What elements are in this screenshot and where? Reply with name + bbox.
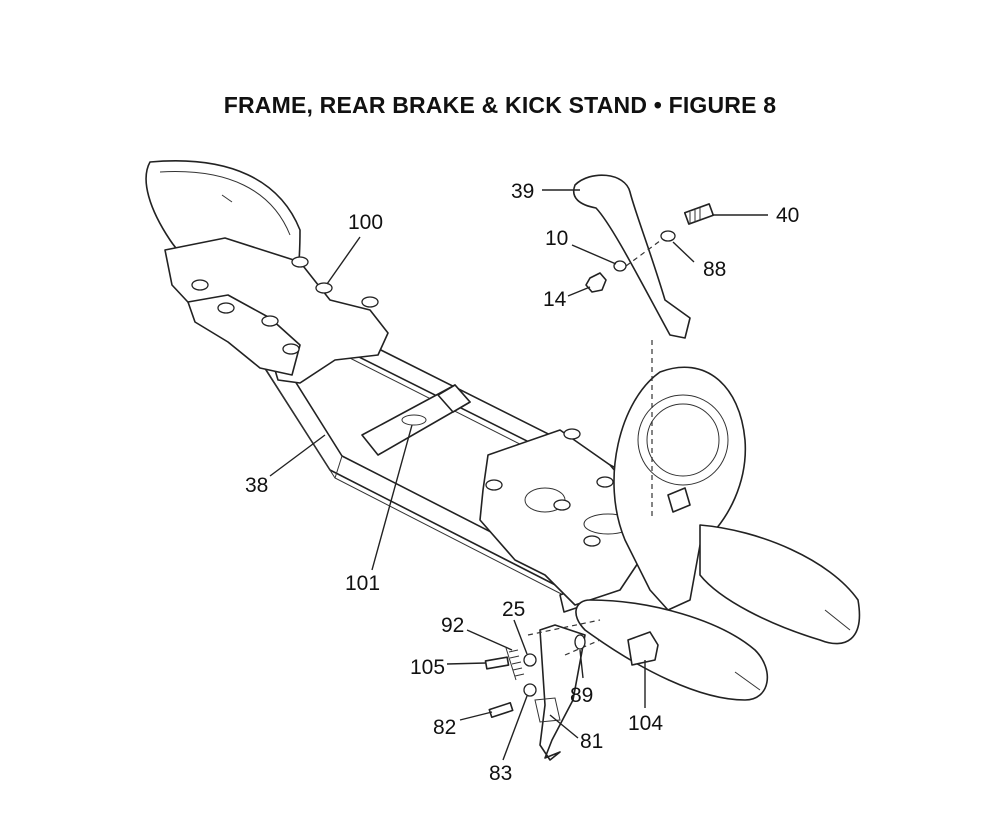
rear-brake-drawing [573, 174, 715, 520]
callout-14: 14 [543, 288, 567, 311]
kick-stand-drawing [484, 619, 659, 761]
callout-40: 40 [776, 204, 799, 227]
callout-83: 83 [489, 762, 512, 785]
frame-fasteners [191, 256, 614, 547]
callout-92: 92 [441, 614, 464, 637]
frame-drawing [145, 160, 861, 701]
callout-81: 81 [580, 730, 603, 753]
leader-lines [269, 189, 768, 761]
callout-82: 82 [433, 716, 456, 739]
callout-38: 38 [245, 474, 268, 497]
callout-25: 25 [502, 598, 525, 621]
callout-10: 10 [545, 227, 568, 250]
callout-88: 88 [703, 258, 726, 281]
callout-labels: 39 40 10 88 14 100 38 101 92 25 105 89 1… [245, 180, 799, 785]
callout-104: 104 [628, 712, 663, 735]
callout-105: 105 [410, 656, 445, 679]
callout-101: 101 [345, 572, 380, 595]
callout-89: 89 [570, 684, 593, 707]
callout-100: 100 [348, 211, 383, 234]
callout-39: 39 [511, 180, 534, 203]
figure-title: FRAME, REAR BRAKE & KICK STAND • FIGURE … [223, 92, 777, 118]
